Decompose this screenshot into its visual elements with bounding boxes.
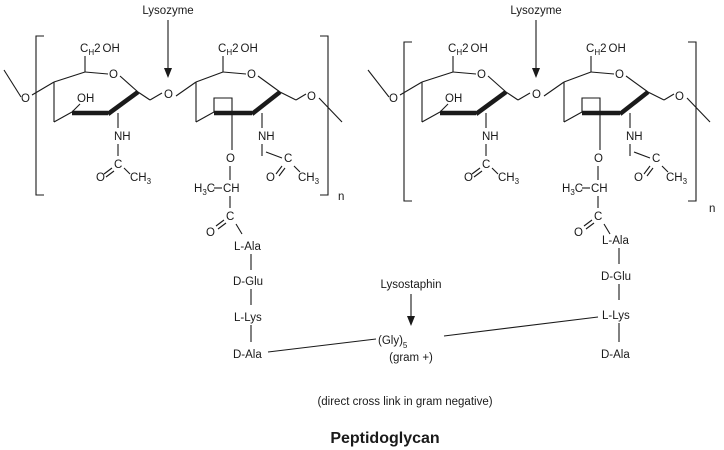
methyl-label: CH3 xyxy=(130,172,152,186)
glycosidic-oxygen: O xyxy=(307,91,316,103)
bracket-left xyxy=(403,41,412,202)
glycosidic-oxygen: O xyxy=(675,91,684,103)
methyl-label: CH3 xyxy=(498,172,520,186)
ring-oxygen: O xyxy=(615,69,624,81)
peptide-residue: L-Ala xyxy=(234,241,261,253)
cross-bridge: Lysostaphin (Gly)5 (gram +) xyxy=(267,279,599,364)
lactyl-o: O xyxy=(206,227,215,239)
repeat-n: n xyxy=(709,203,715,215)
acetyl-c: C xyxy=(114,159,122,171)
peptide-residue: D-Ala xyxy=(601,349,630,361)
ring-oxygen: O xyxy=(109,69,118,81)
gram-negative-caption: (direct cross link in gram negative) xyxy=(317,396,492,408)
bracket-left xyxy=(35,35,44,196)
hydroxyl-label: OH xyxy=(445,93,462,105)
lactyl-ch3: H3C xyxy=(562,183,583,197)
hydroxyl-label: OH xyxy=(77,93,94,105)
gram-positive-note: (gram +) xyxy=(389,352,433,364)
glycosidic-oxygen: O xyxy=(21,93,30,105)
ring-oxygen: O xyxy=(477,69,486,81)
nh-label: NH xyxy=(258,131,275,143)
peptide-stem-right: L-Ala D-Glu L-Lys D-Ala xyxy=(601,235,631,361)
repeat-n: n xyxy=(338,191,344,203)
peptide-residue: D-Glu xyxy=(601,271,631,283)
chain-bond xyxy=(3,69,22,98)
glycosidic-oxygen: O xyxy=(532,89,541,101)
gly5-label: (Gly)5 xyxy=(378,335,408,350)
acetyl-c: C xyxy=(482,159,490,171)
nh-label: NH xyxy=(626,131,643,143)
acetyl-o: O xyxy=(464,172,473,184)
lactyl-ch3: H3C xyxy=(194,183,215,197)
peptide-residue: D-Glu xyxy=(233,276,263,288)
lactyl-ch: CH xyxy=(591,183,608,195)
lysozyme-label: Lysozyme xyxy=(142,5,193,17)
peptide-residue: D-Ala xyxy=(233,349,262,361)
lysozyme-arrowhead xyxy=(164,68,172,78)
lysozyme-label: Lysozyme xyxy=(510,5,561,17)
peptide-residue: L-Lys xyxy=(234,312,262,324)
lactyl-ch: CH xyxy=(223,183,240,195)
bracket-right xyxy=(688,41,697,202)
lysostaphin-arrowhead xyxy=(407,316,415,326)
lactyl-o: O xyxy=(574,227,583,239)
nh-label: NH xyxy=(114,131,131,143)
acetyl-c: C xyxy=(652,153,660,165)
peptide-stem-left: L-Ala D-Glu L-Lys D-Ala xyxy=(233,241,263,361)
methyl-label: CH3 xyxy=(666,172,688,186)
methyl-label: CH3 xyxy=(298,172,320,186)
bridge-line-left xyxy=(267,338,377,353)
ether-oxygen: O xyxy=(594,153,603,165)
bridge-line-right xyxy=(443,316,599,337)
ring-oxygen: O xyxy=(247,69,256,81)
lysostaphin-label: Lysostaphin xyxy=(381,279,442,291)
peptide-residue: L-Lys xyxy=(602,310,630,322)
acetyl-c: C xyxy=(284,153,292,165)
nh-label: NH xyxy=(482,131,499,143)
peptide-residue: L-Ala xyxy=(602,235,629,247)
acetyl-o: O xyxy=(266,172,275,184)
acetyl-o: O xyxy=(96,172,105,184)
ether-oxygen: O xyxy=(226,153,235,165)
acetyl-o: O xyxy=(634,172,643,184)
diagram-title: Peptidoglycan xyxy=(330,430,439,447)
lactyl-c: C xyxy=(226,211,234,223)
lysozyme-arrowhead xyxy=(532,68,540,78)
bracket-right xyxy=(320,35,329,196)
lactyl-c: C xyxy=(594,211,602,223)
glycosidic-oxygen: O xyxy=(389,93,398,105)
glycosidic-oxygen: O xyxy=(164,89,173,101)
